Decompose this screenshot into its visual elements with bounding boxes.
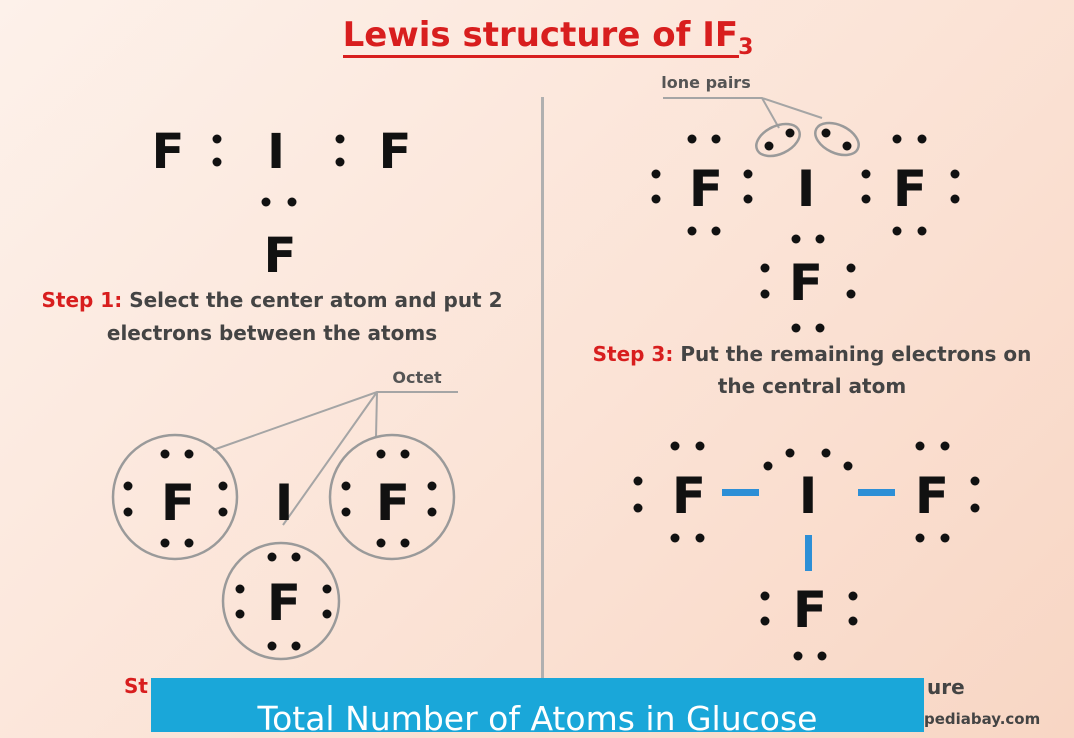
title-banner[interactable]: Total Number of Atoms in Glucose [151, 678, 924, 732]
title-underline [343, 55, 739, 58]
page-title: Lewis structure of IF3 [343, 15, 754, 60]
lone-pairs-leader [663, 97, 823, 129]
octet-ring-bottom [221, 541, 341, 661]
octet-ring-left [111, 433, 239, 561]
step1-caption-line1: Step 1: Select the center atom and put 2 [41, 288, 502, 312]
panel-divider [541, 97, 544, 687]
atom-f-right: F [376, 474, 410, 532]
bond-bottom [805, 535, 812, 571]
atom-f-bottom: F [264, 228, 297, 284]
lone-pairs-label: lone pairs [661, 73, 750, 92]
electron-dots [123, 449, 437, 651]
source-credit: pediabay.com [924, 710, 1041, 728]
step2-tag: St [124, 674, 148, 698]
single-bonds [722, 489, 895, 571]
atom-f-bottom: F [267, 574, 301, 632]
bond-left [722, 489, 759, 496]
atom-f-bottom: F [789, 254, 823, 312]
atom-i-center: I [799, 467, 818, 525]
atom-f-bottom: F [793, 581, 827, 639]
atom-f-left: F [672, 467, 706, 525]
step3-text-1: Put the remaining electrons on [680, 342, 1031, 366]
octet-label: Octet [392, 368, 442, 387]
step3-caption-line2: the central atom [718, 374, 906, 398]
atom-f-right: F [915, 467, 949, 525]
step3-tag: Step 3: [593, 342, 674, 366]
banner-text: Total Number of Atoms in Glucose [257, 699, 818, 732]
step4-structure: F I F F [633, 441, 980, 661]
step4-caption-fragment: ure [927, 675, 965, 699]
atom-i-center: I [797, 160, 816, 218]
step3-structure: F I F F [651, 128, 960, 333]
atom-i-center: I [275, 474, 294, 532]
atom-f-right: F [893, 160, 927, 218]
step1-text-1: Select the center atom and put 2 [129, 288, 502, 312]
atom-f-left: F [152, 124, 185, 180]
step1-structure: F I F F [152, 124, 412, 284]
bonding-electron-pairs [212, 134, 345, 207]
bond-right [858, 489, 895, 496]
electron-dots [633, 441, 980, 661]
atom-f-right: F [379, 124, 412, 180]
atom-f-left: F [161, 474, 195, 532]
atom-i-center: I [267, 124, 285, 180]
title-subscript: 3 [738, 35, 753, 60]
lone-pair-ring-1 [755, 122, 801, 158]
step1-tag: Step 1: [41, 288, 122, 312]
step3-caption-line1: Step 3: Put the remaining electrons on [593, 342, 1032, 366]
step1-caption-line2: electrons between the atoms [107, 321, 437, 345]
title-main: Lewis structure of IF [343, 15, 738, 55]
electron-dots [651, 128, 960, 333]
step2-structure: F I F F [111, 433, 456, 661]
octet-leader [212, 391, 458, 526]
lone-pair-ring-2 [814, 121, 860, 157]
octet-ring-right [328, 433, 456, 561]
atom-f-left: F [689, 160, 723, 218]
